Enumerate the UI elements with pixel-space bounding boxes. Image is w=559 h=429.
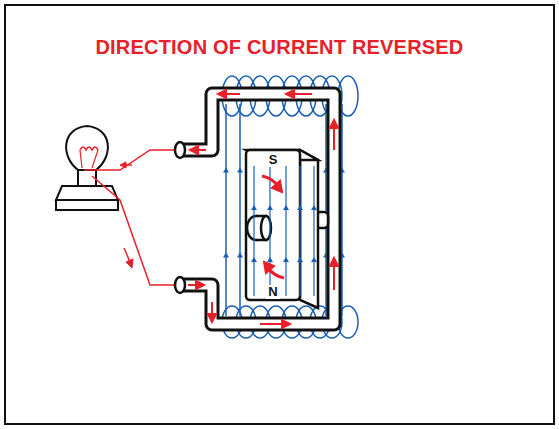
field-arrow [251, 257, 257, 262]
field-line [313, 166, 314, 296]
frame [5, 5, 554, 424]
field-arrow [267, 257, 273, 262]
field-arrow [223, 252, 229, 257]
field-line [285, 166, 286, 296]
field-arrow [251, 205, 257, 210]
field-arrow [311, 257, 317, 262]
field-arrow [237, 252, 243, 257]
field-arrow [297, 205, 303, 210]
field-line [269, 166, 270, 296]
lead-wire [84, 150, 178, 285]
field-arrow [283, 257, 289, 262]
title: DIRECTION OF CURRENT REVERSED [0, 36, 559, 59]
field-line [239, 104, 241, 316]
magnetic-field-line [251, 166, 317, 296]
field-arrow [237, 168, 243, 173]
current-arrow [120, 90, 338, 328]
pole-label: N [266, 285, 279, 299]
magnet [246, 150, 328, 308]
lamp [56, 126, 118, 210]
field-arrow [311, 205, 317, 210]
field-line [299, 166, 300, 296]
field-arrow [267, 205, 273, 210]
field-line [225, 104, 227, 316]
wire-loop [175, 94, 334, 324]
pole-label: S [267, 153, 280, 167]
field-line [253, 166, 254, 296]
field-arrow [223, 168, 229, 173]
field-arrow [297, 257, 303, 262]
field-arrow [283, 205, 289, 210]
